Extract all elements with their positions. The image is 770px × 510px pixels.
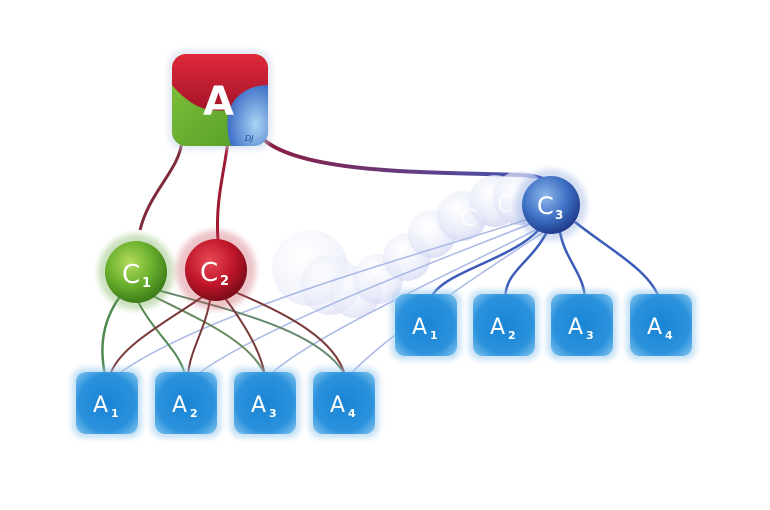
root-mark: DJ <box>245 134 254 143</box>
tile-label: A <box>490 315 505 340</box>
ghost-trail: C C <box>272 171 547 318</box>
tile-label: A <box>412 315 427 340</box>
link-root-c1 <box>138 139 184 231</box>
ghost-label: C <box>497 190 514 218</box>
tile-label: A <box>568 315 583 340</box>
tile-subscript: 2 <box>508 329 516 342</box>
right-tile-3[interactable]: A 3 <box>547 290 617 360</box>
cluster-subscript: 3 <box>555 208 563 222</box>
cluster-node-c3[interactable] <box>522 176 580 234</box>
cluster-label: C <box>537 192 554 220</box>
link-root-c2 <box>215 139 230 241</box>
tile-subscript: 3 <box>269 407 277 420</box>
cluster-c1[interactable]: C 1 <box>98 234 174 310</box>
cluster-label: C <box>122 260 140 290</box>
tile-label: A <box>251 393 266 418</box>
left-tile-1[interactable]: A 1 <box>72 368 142 438</box>
ghost-label: C <box>460 204 477 232</box>
root-node[interactable]: A DJ <box>168 50 272 150</box>
tile-subscript: 2 <box>190 407 198 420</box>
tile-label: A <box>647 315 662 340</box>
tile-subscript: 4 <box>348 407 356 420</box>
cluster-node-c1[interactable] <box>105 241 167 303</box>
root-label: A <box>203 79 234 125</box>
right-tile-1[interactable]: A 1 <box>391 290 461 360</box>
cluster-label: C <box>200 258 218 288</box>
cluster-subscript: 2 <box>220 274 229 289</box>
left-tile-3[interactable]: A 3 <box>230 368 300 438</box>
cluster-c2[interactable]: C 2 <box>176 230 256 310</box>
tile-subscript: 4 <box>665 329 673 342</box>
tile-label: A <box>172 393 187 418</box>
right-group: A 1 A 2 A 3 A 4 <box>391 290 696 360</box>
left-tile-4[interactable]: A 4 <box>309 368 379 438</box>
right-tile-4[interactable]: A 4 <box>626 290 696 360</box>
cluster-c3[interactable]: C 3 <box>515 169 587 241</box>
tile-label: A <box>330 393 345 418</box>
cluster-node-c2[interactable] <box>185 239 247 301</box>
tile-subscript: 3 <box>586 329 594 342</box>
tile-subscript: 1 <box>111 407 119 420</box>
right-tile-2[interactable]: A 2 <box>469 290 539 360</box>
left-tile-2[interactable]: A 2 <box>151 368 221 438</box>
tile-label: A <box>93 393 108 418</box>
tile-subscript: 1 <box>430 329 438 342</box>
left-group: A 1 A 2 A 3 A 4 <box>72 368 379 438</box>
cluster-subscript: 1 <box>142 276 151 291</box>
